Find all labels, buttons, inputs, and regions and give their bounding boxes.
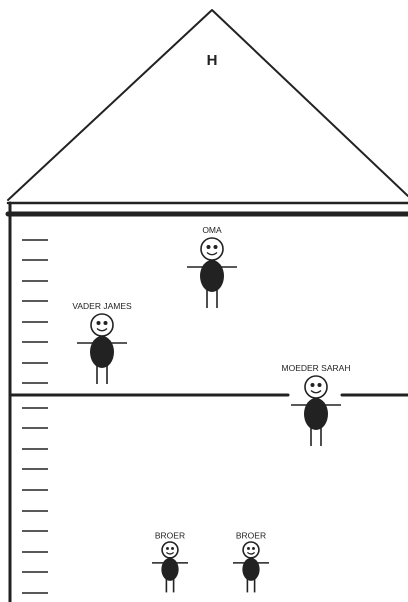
head-icon — [162, 542, 178, 558]
eye-icon — [247, 547, 250, 550]
person-oma: OMA — [187, 225, 237, 308]
head-icon — [91, 314, 113, 336]
eye-icon — [207, 245, 211, 249]
body — [90, 336, 114, 368]
head-icon — [305, 376, 327, 398]
body — [304, 398, 328, 430]
body — [200, 260, 224, 292]
person-label: VADER JAMES — [72, 301, 132, 311]
person-label: OMA — [202, 225, 222, 235]
person-broer2: BROER — [233, 530, 269, 592]
eye-icon — [311, 383, 315, 387]
person-label: BROER — [155, 530, 185, 540]
person-label: MOEDER SARAH — [282, 363, 351, 373]
eye-icon — [104, 321, 108, 325]
roof-letter: H — [207, 52, 218, 69]
eye-icon — [252, 547, 255, 550]
eye-icon — [166, 547, 169, 550]
body — [242, 558, 259, 581]
person-broer1: BROER — [152, 530, 188, 592]
body — [161, 558, 178, 581]
staircase — [22, 240, 48, 593]
eye-icon — [318, 383, 322, 387]
roof-outline — [8, 10, 408, 200]
person-moeder: MOEDER SARAH — [282, 363, 351, 446]
eye-icon — [171, 547, 174, 550]
head-icon — [201, 238, 223, 260]
eye-icon — [97, 321, 101, 325]
head-icon — [243, 542, 259, 558]
person-vader: VADER JAMES — [72, 301, 132, 384]
person-label: BROER — [236, 530, 266, 540]
eye-icon — [214, 245, 218, 249]
